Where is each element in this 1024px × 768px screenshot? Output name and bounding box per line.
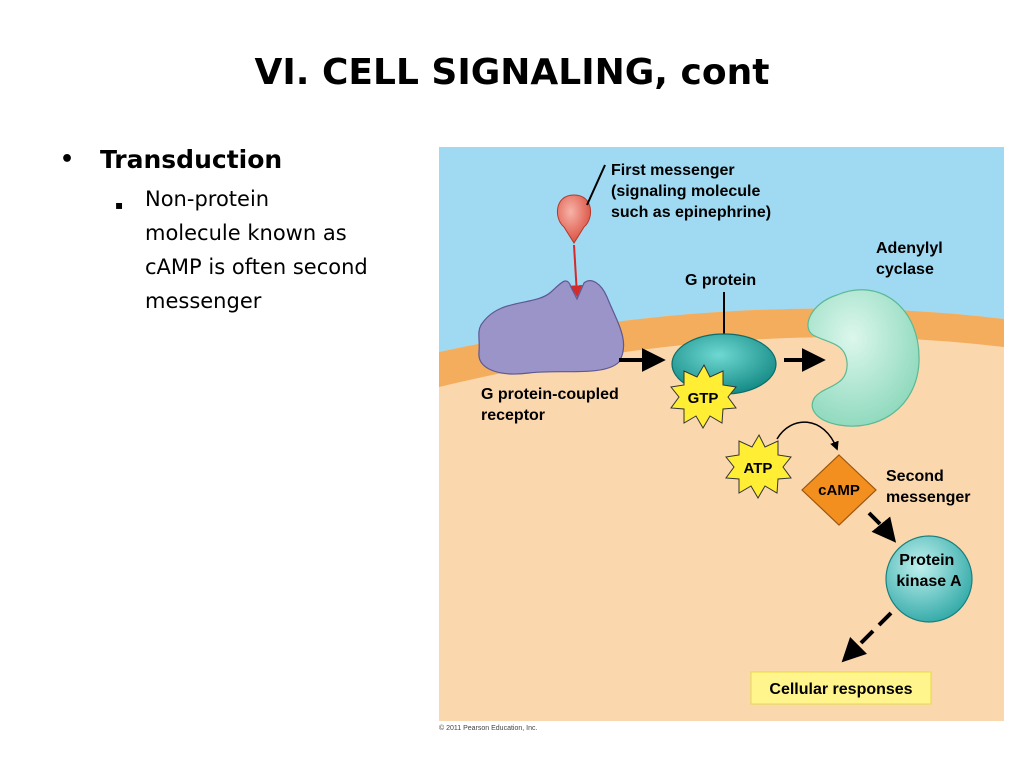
gtp-starburst-icon xyxy=(670,363,737,429)
arrow-camp-to-kinase-2 xyxy=(871,516,897,543)
adenylyl-cyclase-line-2: cyclase xyxy=(876,261,934,278)
first-messenger-pointer xyxy=(586,164,606,206)
protein-kinase-line-1: Protein xyxy=(899,552,954,569)
bullet-item: • Transduction xyxy=(60,145,390,174)
second-messenger-line-2: messenger xyxy=(886,489,971,506)
copyright-notice: © 2011 Pearson Education, Inc. xyxy=(439,725,538,732)
slide-title: VI. CELL SIGNALING, cont xyxy=(254,52,770,93)
arrow-kinase-to-responses-1 xyxy=(877,611,893,627)
gtp-label: GTP xyxy=(688,390,719,407)
signal-arrow xyxy=(570,244,583,298)
receptor-line-1: G protein-coupled xyxy=(481,386,619,403)
first-messenger-line-3: such as epinephrine) xyxy=(611,204,771,221)
sub-bullet-item: ▪ Non-protein molecule known as cAMP is … xyxy=(115,182,390,318)
bullet-marker: • xyxy=(60,147,75,172)
second-messenger-line-1: Second xyxy=(886,468,944,485)
sub-bullet-text: Non-protein molecule known as cAMP is of… xyxy=(145,187,368,313)
atp-to-camp-arrow xyxy=(776,421,839,451)
adenylyl-cyclase-label: Adenylyl cyclase xyxy=(876,240,947,278)
receptor-line-2: receptor xyxy=(481,407,545,424)
camp-diamond-icon xyxy=(801,454,877,526)
cellular-responses-label: Cellular responses xyxy=(769,681,912,698)
protein-kinase-line-2: kinase A xyxy=(896,573,962,590)
sub-bullet-marker: ▪ xyxy=(115,198,124,212)
first-messenger-line-2: (signaling molecule xyxy=(611,183,760,200)
bullet-list: • Transduction ▪ Non-protein molecule kn… xyxy=(60,145,390,318)
adenylyl-cyclase-icon xyxy=(807,289,920,427)
receptor-label: G protein-coupled receptor xyxy=(481,386,623,424)
g-protein-coupled-receptor-icon xyxy=(478,280,625,375)
camp-label: cAMP xyxy=(818,482,860,499)
arrow-kinase-to-responses-3 xyxy=(841,636,868,663)
protein-kinase-label: Protein kinase A xyxy=(896,552,962,590)
atp-label: ATP xyxy=(744,460,773,477)
first-messenger-line-1: First messenger xyxy=(611,162,735,179)
adenylyl-cyclase-line-1: Adenylyl xyxy=(876,240,943,257)
first-messenger-label: First messenger (signaling molecule such… xyxy=(611,162,771,221)
protein-kinase-a-icon xyxy=(885,535,973,623)
bullet-text: Transduction xyxy=(100,145,283,174)
atp-starburst-icon xyxy=(725,433,792,499)
cellular-responses-box xyxy=(750,671,932,705)
g-protein-label: G protein xyxy=(685,272,756,289)
camp-signaling-diagram: First messenger (signaling molecule such… xyxy=(439,147,1004,721)
second-messenger-label: Second messenger xyxy=(886,468,971,506)
